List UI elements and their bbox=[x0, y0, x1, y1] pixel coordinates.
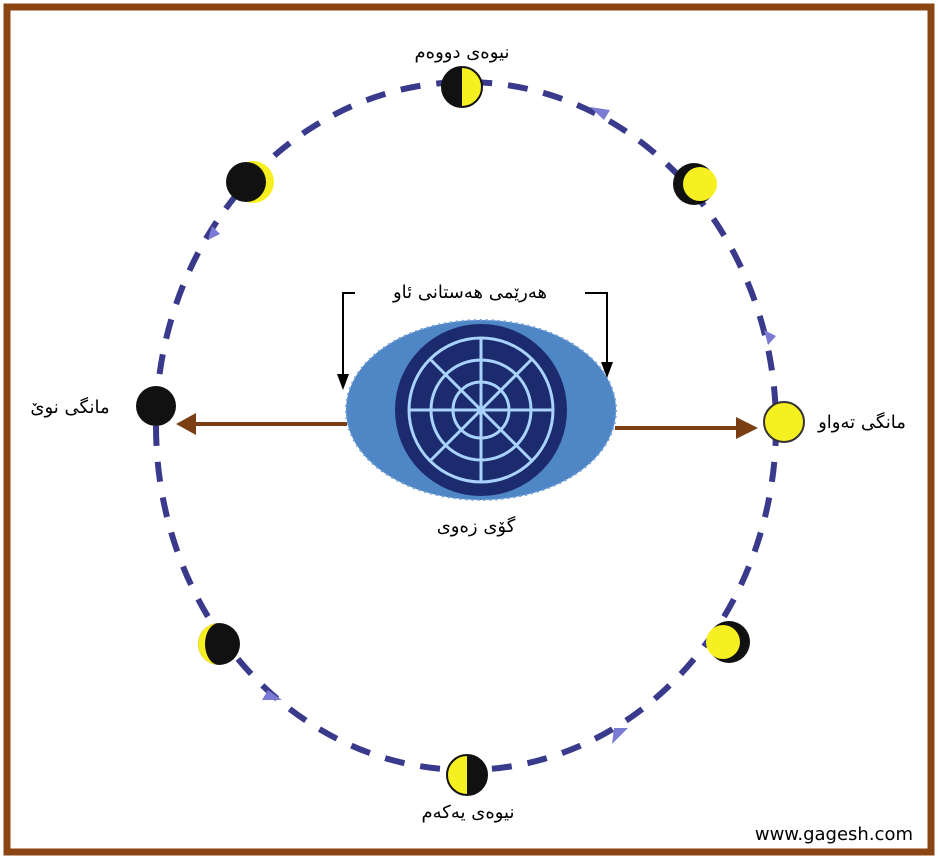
callout-arrow-left-icon bbox=[337, 374, 349, 390]
first-quarter-label: نیوەی یەکەم bbox=[421, 802, 514, 823]
atmosphere-label: هەرێمی هەستانی ئاو bbox=[392, 282, 547, 303]
earth bbox=[346, 320, 616, 500]
full-moon-label: مانگی تەواو bbox=[817, 411, 906, 433]
last-quarter-label: نیوەی دووەم bbox=[415, 42, 510, 63]
waning-gibbous-moon-icon bbox=[673, 163, 717, 205]
new-moon-label: مانگی نوێ bbox=[30, 396, 109, 418]
earth-label: گۆی زەوی bbox=[437, 515, 516, 537]
arrow-left-icon bbox=[176, 413, 196, 435]
new-moon-icon bbox=[136, 386, 176, 426]
watermark: www.gagesh.com bbox=[755, 824, 913, 845]
first-quarter-moon-icon bbox=[447, 755, 487, 795]
orbit-arrow-icon bbox=[764, 330, 776, 345]
last-quarter-moon-icon bbox=[442, 67, 482, 107]
full-moon-icon bbox=[764, 402, 804, 442]
waning-crescent-moon-icon bbox=[226, 161, 274, 203]
earth-grid bbox=[409, 338, 553, 482]
waxing-gibbous-moon-icon bbox=[706, 621, 750, 663]
waxing-crescent-moon-icon bbox=[198, 623, 240, 665]
arrow-right-icon bbox=[736, 417, 758, 439]
orbit-arrow-icon bbox=[612, 728, 628, 744]
